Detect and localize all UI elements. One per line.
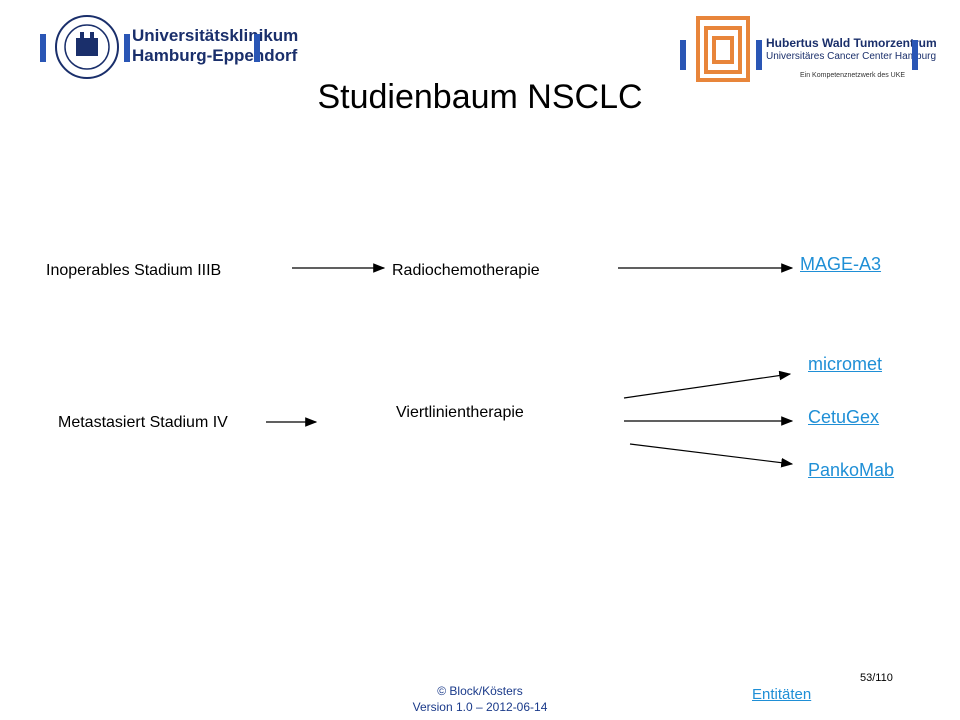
logo-bar — [40, 34, 46, 62]
hwt-emblem-icon — [696, 16, 750, 82]
logo-bar — [756, 40, 762, 70]
hwt-line1: Hubertus Wald Tumorzentrum — [766, 36, 937, 50]
arrow-viertlinien-to-pankomab — [629, 443, 794, 468]
node-radiochemotherapie: Radiochemotherapie — [392, 262, 540, 279]
hwt-logo: Hubertus Wald Tumorzentrum Universitäres… — [680, 12, 937, 86]
page-number: 53/110 — [860, 672, 893, 684]
logo-bar — [254, 34, 260, 62]
node-viertlinientherapie: Viertlinientherapie — [396, 404, 524, 421]
study-link-pankomab[interactable]: PankoMab — [808, 460, 895, 480]
study-link-micromet[interactable]: micromet — [808, 354, 883, 374]
footer-version: Version 1.0 – 2012-06-14 — [412, 700, 548, 714]
entitaeten-link[interactable]: Entitäten — [752, 686, 812, 703]
logo-bar — [680, 40, 686, 70]
university-seal-icon — [55, 15, 119, 79]
page-title: Studienbaum NSCLC — [317, 78, 643, 116]
footer-credits: © Block/Kösters Version 1.0 – 2012-06-14 — [330, 683, 630, 715]
study-link-mage-a3[interactable]: MAGE-A3 — [800, 254, 882, 274]
footer-copyright: © Block/Kösters — [437, 684, 523, 698]
logo-bar — [124, 34, 130, 62]
hwt-line2: Universitäres Cancer Center Hamburg — [766, 51, 937, 62]
logo-bar — [912, 40, 918, 70]
node-stadium-iv: Metastasiert Stadium IV — [58, 414, 228, 431]
hwt-wordmark: Hubertus Wald Tumorzentrum Universitäres… — [766, 36, 937, 64]
hwt-tagline: Ein Kompetenznetzwerk des UKE — [800, 72, 906, 79]
arrow-viertlinien-to-micromet — [623, 370, 792, 399]
uke-logo: Universitätsklinikum Hamburg-Eppendorf — [40, 12, 298, 82]
study-link-cetugex[interactable]: CetuGex — [808, 407, 880, 427]
node-stadium-iiib: Inoperables Stadium IIIB — [46, 262, 222, 279]
